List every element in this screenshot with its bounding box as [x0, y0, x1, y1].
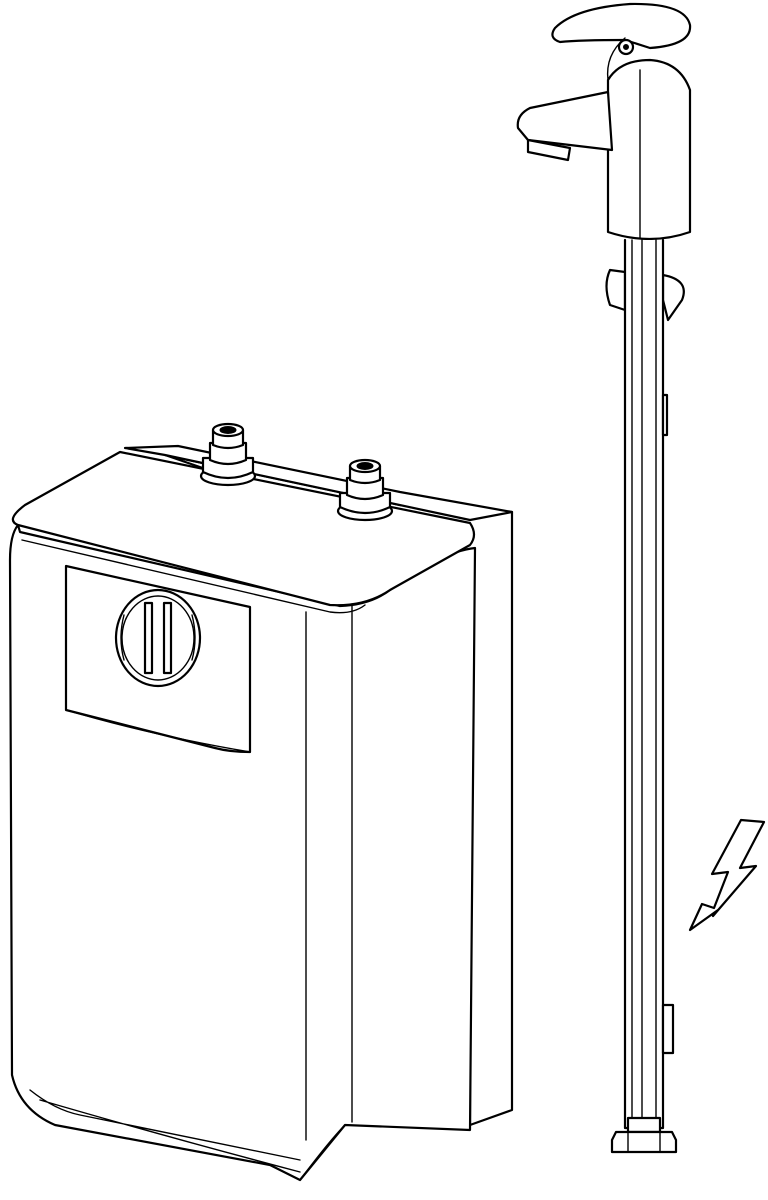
pipe-clip [661, 1003, 675, 1055]
heater-bottom-base [29, 1089, 346, 1181]
pipe-connection-nut [610, 1116, 678, 1154]
mixer-tap [516, 2, 692, 1154]
tap-aerator [526, 138, 572, 162]
tap-supply-pipe [623, 238, 665, 1130]
tap-mounting-wing-nut [605, 268, 627, 312]
tap-body [606, 58, 692, 241]
tap-spout [516, 90, 614, 152]
hot-water-outlet-fitting [199, 422, 257, 487]
heater-front-edge [21, 539, 366, 614]
electrical-hazard-icon [688, 818, 766, 932]
heater-top-lid [11, 450, 476, 607]
water-heater [8, 422, 514, 1182]
cold-water-inlet-fitting [336, 458, 394, 522]
thermostat-dial[interactable] [114, 588, 202, 688]
heater-control-panel-edge [65, 709, 251, 753]
tap-lever-handle[interactable] [551, 2, 692, 50]
